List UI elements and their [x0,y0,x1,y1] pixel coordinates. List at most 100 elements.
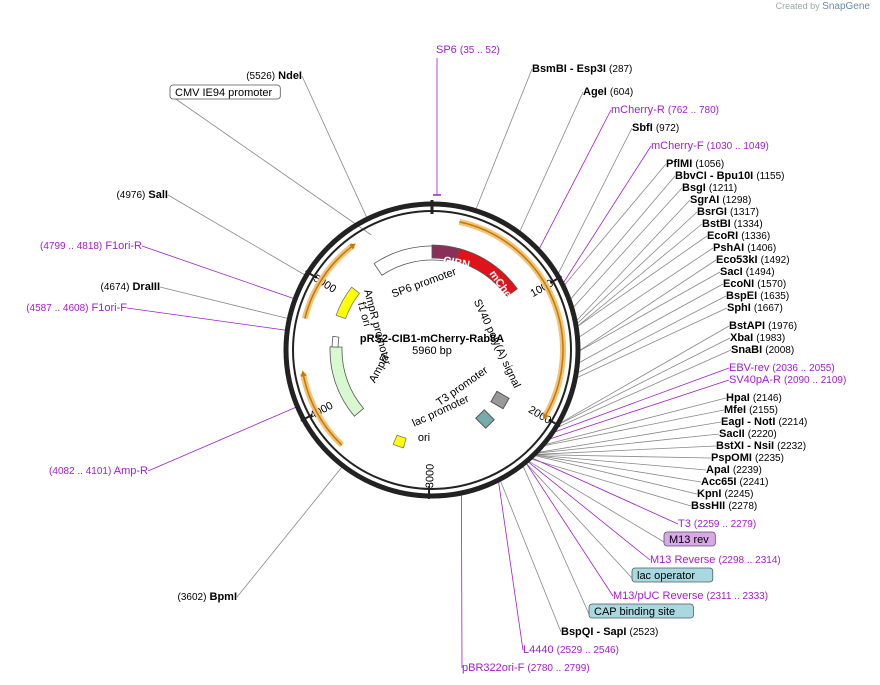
enzyme-label: KpnI (2245) [697,488,753,500]
leader-line [550,379,730,440]
leader-line [539,109,612,249]
enzyme-label: EagI - NotI (2214) [721,416,807,428]
lac-block [475,409,495,429]
f1ori-arrow [335,286,361,320]
orf-arc-line-2 [300,370,343,446]
enzyme-label: BstAPI (1976) [729,320,797,332]
leader-line [579,271,721,351]
primer-label: L4440 (2529 .. 2546) [523,644,619,656]
leader-line [522,466,590,615]
plasmid-size: 5960 bp [412,345,452,357]
leader-lines [126,58,732,669]
enzyme-label: XbaI (1983) [730,332,785,344]
primer-label: SV40pA-R (2090 .. 2109) [729,374,846,386]
leader-line [529,461,665,543]
enzyme-label: BsrGI (1317) [697,206,759,218]
leader-line [555,367,730,433]
leader-line [558,349,732,428]
feature-box [588,603,694,619]
mcherry-arrow [455,248,518,297]
tick-4000 [300,413,313,422]
leader-line [531,458,692,507]
leader-line [579,283,724,363]
primer-label: (4082 .. 4101) Amp-R [49,465,148,477]
leader-line [577,211,698,324]
leader-line [570,175,676,300]
feature-box-label: CMV IE94 promoter [175,87,273,99]
primer-label: M13/pUC Reverse (2311 .. 2333) [613,590,768,602]
leader-line [577,235,708,327]
primer-label: M13 Reverse (2298 .. 2314) [650,554,781,566]
leader-line [526,463,633,579]
leader-line [519,91,584,232]
ampr-arrow [329,346,365,417]
leader-line [576,199,691,321]
orf-arcs [300,218,566,448]
enzyme-label: (4674) DraIII [101,281,160,293]
leader-line [167,194,305,276]
primer-label: (4587 .. 4608) F1ori-F [26,302,127,314]
leader-line [563,145,652,283]
feature-box-label: lac operator [637,570,695,582]
leader-line [577,307,728,378]
leader-line [159,286,288,319]
feature-box [631,567,714,583]
feature-label-ampr-promoter: AmpR promoter [361,288,393,366]
enzyme-label: BbvCI - Bpu10I (1155) [675,170,784,182]
feature-label-ori: ori [418,432,430,444]
enzyme-label: Acc65I (2241) [701,476,768,488]
feature-label-sp6-promoter: SP6 promoter [390,266,458,301]
feature-box-label: M13 rev [669,534,709,546]
orf-arc-line-1 [304,243,356,319]
enzyme-label: SacII (2220) [719,428,777,440]
enzyme-label: PflMI (1056) [666,158,724,170]
leader-line [498,482,524,651]
leader-line [500,481,562,633]
leader-line [545,397,727,445]
enzyme-label: MfeI (2155) [724,404,778,416]
enzyme-label: BstBI (1334) [702,218,763,230]
enzyme-label: SphI (1667) [727,302,783,314]
leader-line [558,127,633,274]
enzyme-label: PshAI (1406) [713,242,776,254]
leader-line [536,454,712,459]
leader-line [573,187,683,308]
ampr-promoter-arrow [331,335,340,348]
leader-line [532,457,679,525]
leader-line [564,163,667,285]
leader-line [535,455,698,495]
enzyme-label: BsmBI - Esp3I (287) [532,63,632,75]
enzyme-label: BssHII (2278) [691,500,757,512]
enzyme-label: EcoNI (1570) [723,278,786,290]
primer-label: T3 (2259 .. 2279) [678,518,756,530]
primer-label: pBR322ori-F (2780 .. 2799) [462,662,590,674]
leader-line [579,259,717,351]
ori-arrow [392,434,407,449]
tick-5000 [305,270,318,279]
enzyme-label: EcoRI (1336) [707,230,770,242]
leader-line [538,421,722,453]
leader-line [577,223,703,327]
tick-1000 [549,275,563,284]
primer-label: EBV-rev (2036 .. 2055) [729,362,835,374]
enzyme-label: BstXI - NsiI (2232) [716,440,806,452]
enzyme-label: SbfI (972) [632,122,679,134]
enzyme-label: (4976) SalI [116,189,168,201]
plasmid-name: pRS2-CIB1-mCherry-Rab8A [360,333,504,345]
enzyme-label: SnaBI (2008) [731,344,794,356]
leader-line [461,495,463,669]
enzyme-label: AgeI (604) [583,86,633,98]
enzyme-label: ApaI (2239) [706,464,762,476]
feature-box [169,84,281,100]
feature-box-label: CAP binding site [594,606,675,618]
enzyme-label: HpaI (2146) [726,392,782,404]
primer-label: mCherry-R (762 .. 780) [611,104,719,116]
leader-line [538,433,720,454]
leader-line [301,75,367,218]
leader-line [236,467,343,598]
leader-line [126,307,286,331]
sv40-block [490,390,510,410]
leader-line [475,68,533,209]
